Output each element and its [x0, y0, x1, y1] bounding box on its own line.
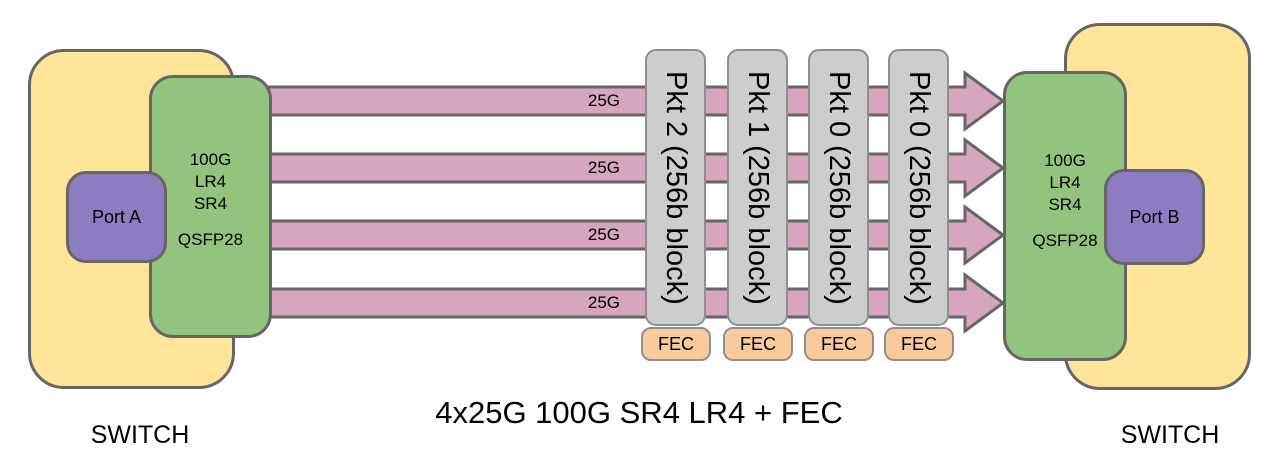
qsfp-b-line-2: LR4 — [1049, 173, 1081, 192]
qsfp-b-line-3: SR4 — [1048, 195, 1082, 214]
fec-box-2-label: FEC — [740, 333, 776, 354]
packet-column-1: Pkt 2 (256b block) — [645, 49, 706, 326]
diagram-title: 4x25G 100G SR4 LR4 + FEC — [435, 395, 843, 430]
switch-b-caption: SWITCH — [1120, 421, 1220, 449]
port-a: Port A — [66, 171, 167, 263]
lane-1-rate-label: 25G — [587, 91, 620, 110]
fec-box-1-label: FEC — [658, 333, 694, 354]
lane-4-rate-label: 25G — [587, 293, 620, 312]
packet-column-1-label: Pkt 2 (256b block) — [660, 70, 692, 305]
qsfp-a-transceiver: 100G LR4 SR4 QSFP28 — [149, 75, 272, 338]
port-b-label: Port B — [1129, 206, 1180, 227]
qsfp-a-line-1: 100G — [189, 150, 232, 169]
qsfp-b-model: QSFP28 — [1032, 231, 1098, 250]
port-a-label: Port A — [91, 206, 142, 227]
packet-column-4-label: Pkt 0 (256b block) — [903, 70, 935, 305]
fec-box-2: FEC — [723, 327, 793, 361]
packet-column-3-label: Pkt 0 (256b block) — [823, 70, 855, 305]
packet-column-2: Pkt 1 (256b block) — [727, 49, 788, 326]
fec-box-4-label: FEC — [901, 333, 937, 354]
fec-box-1: FEC — [641, 327, 711, 361]
port-b: Port B — [1104, 169, 1205, 265]
qsfp-b-line-1: 100G — [1044, 151, 1086, 170]
switch-a-caption: SWITCH — [90, 421, 190, 449]
qsfp-a-line-3: SR4 — [193, 194, 228, 213]
fec-box-3-label: FEC — [821, 333, 857, 354]
packet-column-4: Pkt 0 (256b block) — [888, 49, 949, 326]
fec-box-4: FEC — [884, 327, 954, 361]
qsfp-a-line-2: LR4 — [194, 172, 227, 191]
packet-column-3: Pkt 0 (256b block) — [808, 49, 869, 326]
lane-2-rate-label: 25G — [587, 158, 620, 177]
packet-column-2-label: Pkt 1 (256b block) — [742, 70, 774, 305]
qsfp-a-model: QSFP28 — [177, 230, 244, 249]
fec-box-3: FEC — [804, 327, 874, 361]
lane-3-rate-label: 25G — [587, 225, 620, 244]
